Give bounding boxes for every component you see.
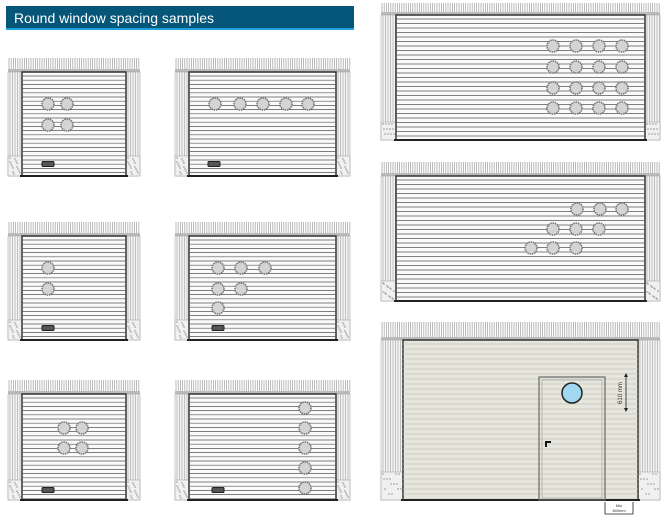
round-window [615, 81, 629, 95]
round-window [569, 60, 583, 74]
round-window [60, 118, 74, 132]
round-window [41, 261, 55, 275]
round-window [546, 101, 560, 115]
door-handle [207, 161, 221, 167]
round-window [592, 39, 606, 53]
min-width-box [604, 502, 634, 515]
garage-door-diagram [174, 58, 351, 177]
round-window [593, 202, 607, 216]
round-window [256, 97, 270, 111]
garage-door-diagram [380, 322, 661, 501]
garage-door-diagram [174, 222, 351, 341]
round-window [57, 441, 71, 455]
garage-door-diagram [7, 58, 141, 177]
door-panel [188, 393, 337, 501]
door-panel [402, 339, 639, 501]
min-label: Min [616, 503, 622, 508]
door-panel [21, 235, 127, 341]
foundation [380, 471, 404, 501]
garage-door-diagram [174, 380, 351, 501]
door-panel [188, 71, 337, 177]
round-window [546, 60, 560, 74]
header-cladding [8, 222, 140, 236]
round-window [592, 101, 606, 115]
round-window [546, 241, 560, 255]
foundation [637, 471, 661, 501]
round-window [298, 421, 312, 435]
round-window [569, 81, 583, 95]
garage-door-diagram [7, 222, 141, 341]
round-window [234, 261, 248, 275]
round-window [569, 241, 583, 255]
dimension-label: 610 mm [618, 382, 624, 404]
round-window [41, 97, 55, 111]
door-handle [41, 325, 55, 331]
round-window [569, 39, 583, 53]
round-window [298, 461, 312, 475]
round-window [211, 301, 225, 315]
round-window [75, 421, 89, 435]
round-window [298, 481, 312, 495]
header-cladding [175, 380, 350, 394]
header-cladding [175, 58, 350, 72]
round-window [615, 101, 629, 115]
round-window [570, 202, 584, 216]
door-lever-handle [545, 441, 547, 447]
door-handle [211, 487, 225, 493]
header-cladding [8, 380, 140, 394]
round-window [75, 441, 89, 455]
round-window [569, 222, 583, 236]
round-window [615, 39, 629, 53]
round-window [60, 97, 74, 111]
round-window [524, 241, 538, 255]
round-window [592, 81, 606, 95]
pedestrian-door [538, 376, 606, 501]
header-cladding [8, 58, 140, 72]
round-window [211, 282, 225, 296]
round-window [592, 222, 606, 236]
round-window [569, 101, 583, 115]
round-window [41, 282, 55, 296]
round-window [211, 261, 225, 275]
garage-door-diagram [380, 3, 661, 141]
door-panel [21, 393, 127, 501]
door-handle [41, 487, 55, 493]
round-window [546, 222, 560, 236]
garage-door-diagram [380, 162, 661, 302]
round-window [233, 97, 247, 111]
round-window [546, 39, 560, 53]
door-panel [188, 235, 337, 341]
round-window [234, 282, 248, 296]
min-value: 460mm [612, 508, 626, 513]
round-window [615, 202, 629, 216]
header-cladding [175, 222, 350, 236]
porthole-window [561, 382, 583, 404]
door-panel [21, 71, 127, 177]
round-window [615, 60, 629, 74]
round-window [301, 97, 315, 111]
round-window [41, 118, 55, 132]
door-handle [211, 325, 225, 331]
foundation [380, 121, 397, 141]
round-window [57, 421, 71, 435]
round-window [592, 60, 606, 74]
round-window [279, 97, 293, 111]
door-handle [41, 161, 55, 167]
round-window [546, 81, 560, 95]
garage-door-diagram [7, 380, 141, 501]
round-window [298, 401, 312, 415]
round-window [208, 97, 222, 111]
round-window [298, 441, 312, 455]
round-window [258, 261, 272, 275]
section-title: Round window spacing samples [6, 6, 354, 30]
foundation [644, 121, 661, 141]
